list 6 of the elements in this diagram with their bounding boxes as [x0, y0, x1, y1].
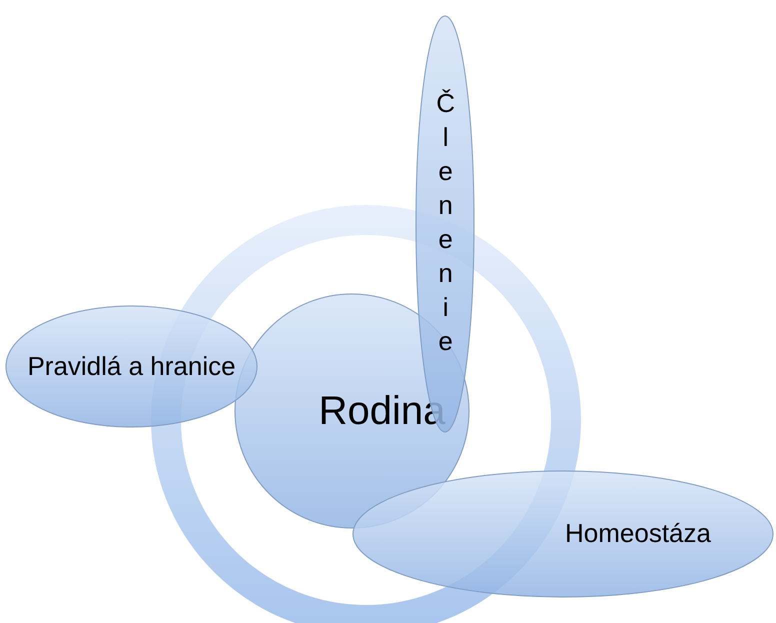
node-text: Pravidlá a hranice [27, 350, 236, 382]
node-text: Členenie [430, 88, 461, 360]
node-text: Rodina [318, 388, 446, 435]
ellipse-node [5, 305, 258, 428]
ellipse-node [352, 470, 774, 598]
node-text: Homeostáza [565, 518, 711, 550]
